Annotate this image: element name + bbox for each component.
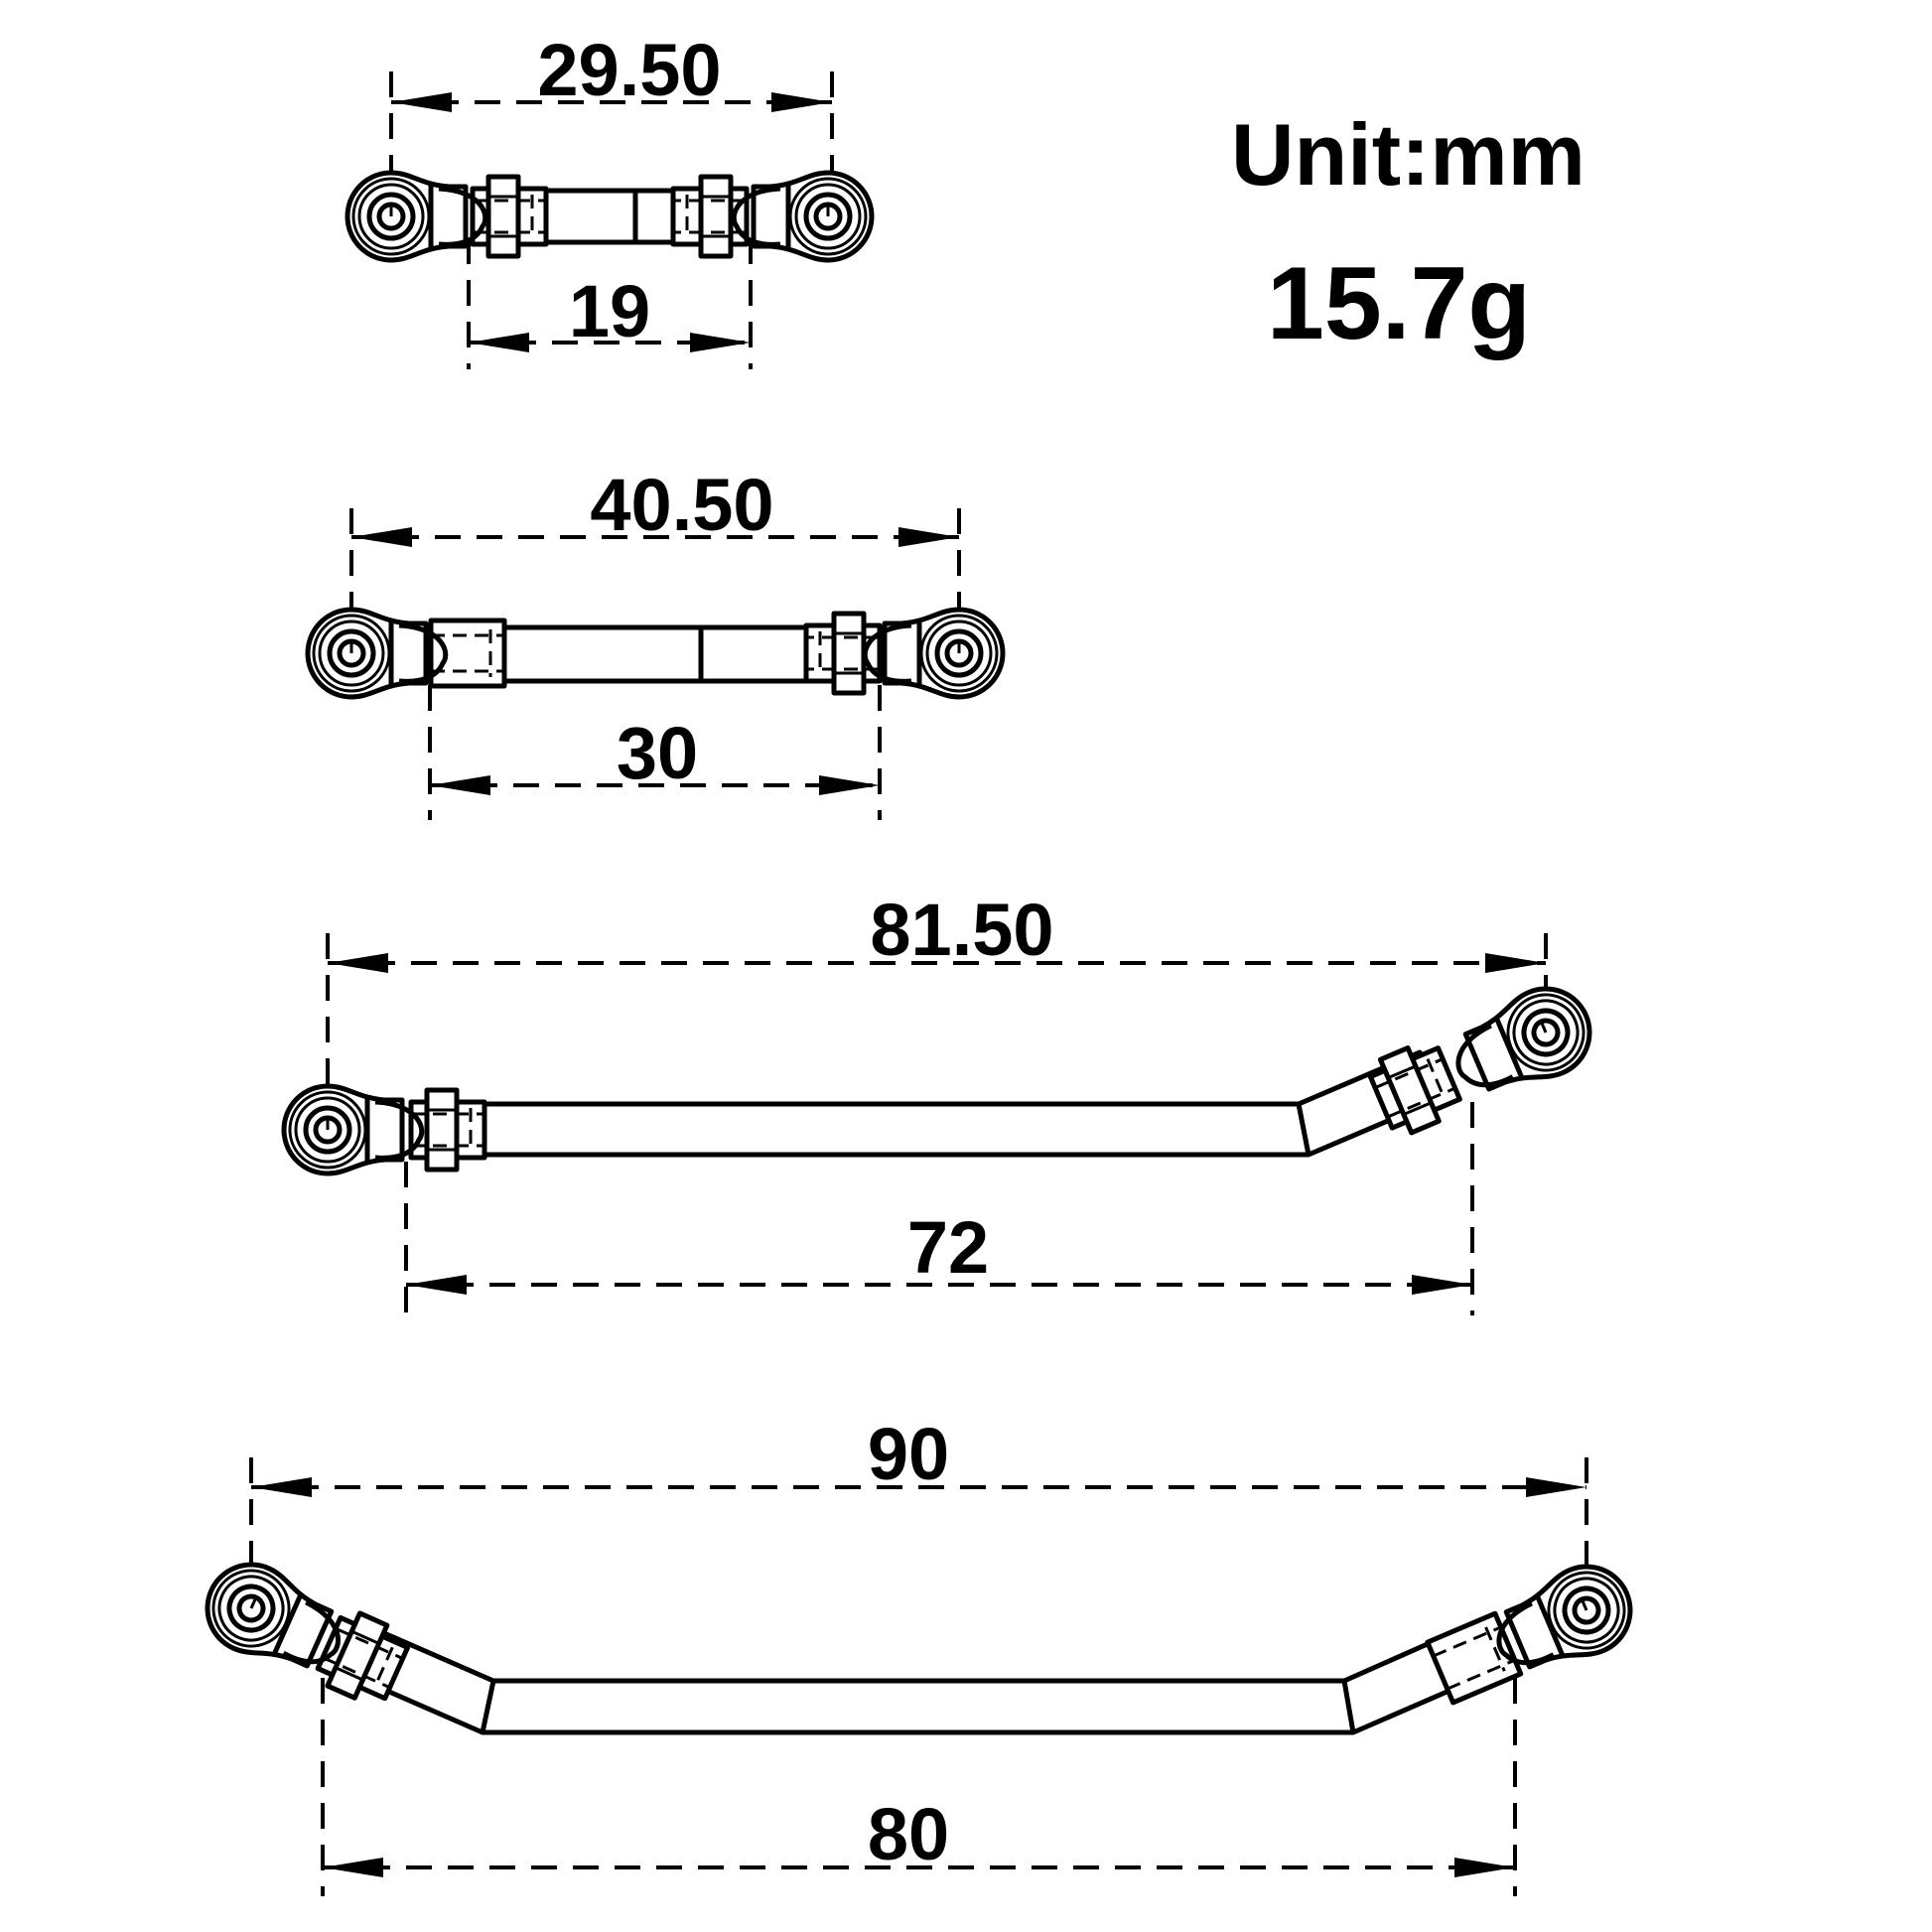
unit-label: Unit:mm — [1231, 105, 1586, 204]
link-2-drawing — [308, 508, 1003, 820]
link-1-inner-length: 19 — [568, 270, 651, 352]
link-4-drawing — [194, 1457, 1644, 1896]
weight-label: 15.7g — [1267, 246, 1531, 361]
link-2-inner-length: 30 — [616, 712, 699, 794]
link-4-inner-length: 80 — [867, 1793, 950, 1875]
link-3-inner-length: 72 — [906, 1206, 990, 1289]
link-3-drawing — [284, 933, 1603, 1315]
link-4-overall-length: 90 — [867, 1413, 950, 1495]
link-1-overall-length: 29.50 — [537, 29, 722, 111]
link-2-overall-length: 40.50 — [590, 464, 774, 546]
link-3-overall-length: 81.50 — [870, 889, 1054, 971]
link-1-drawing — [347, 71, 872, 369]
